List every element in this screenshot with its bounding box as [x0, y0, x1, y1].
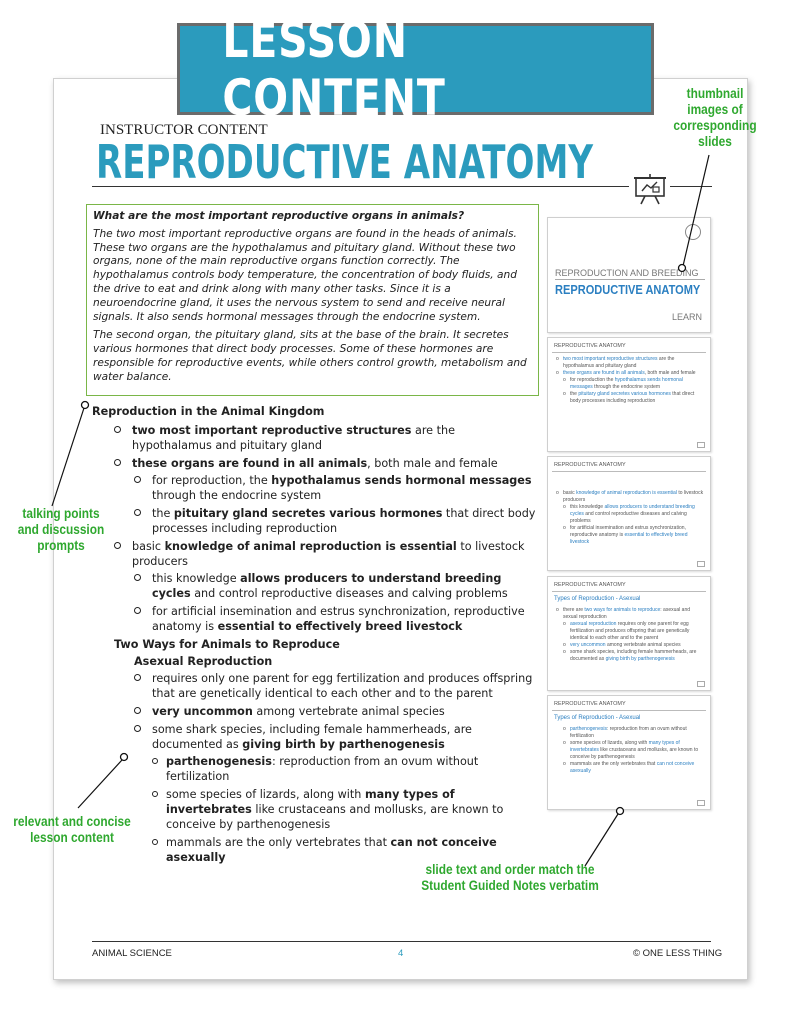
- list-item: requires only one parent for egg fertili…: [134, 671, 537, 701]
- list-item: some species of lizards, along with many…: [152, 787, 537, 832]
- list-item: mammals are the only vertebrates that ca…: [152, 835, 537, 865]
- bullet-list: two most important reproductive structur…: [114, 423, 537, 634]
- lesson-content-banner: LESSON CONTENT: [177, 11, 654, 127]
- bullet-list: requires only one parent for egg fertili…: [134, 671, 537, 865]
- list-item: for artificial insemination and estrus s…: [134, 604, 537, 634]
- list-item: two most important reproductive structur…: [114, 423, 537, 453]
- page-title: REPRODUCTIVE ANATOMY: [96, 135, 593, 189]
- discussion-question-box: What are the most important reproductive…: [86, 204, 539, 396]
- footer-copyright: © ONE LESS THING: [633, 948, 723, 959]
- slide-thumbnail: REPRODUCTIVE ANATOMY Types of Reproducti…: [547, 695, 711, 810]
- list-item: very uncommon among vertebrate animal sp…: [134, 704, 537, 719]
- list-item: basic knowledge of animal reproduction i…: [114, 539, 537, 634]
- list-item: the pituitary gland secretes various hor…: [134, 506, 537, 536]
- slide-icon: [697, 561, 705, 567]
- section-heading: Reproduction in the Animal Kingdom: [92, 405, 325, 418]
- title-divider: [92, 186, 629, 187]
- logo-icon: [685, 224, 701, 240]
- slide-thumbnail: REPRODUCTIVE ANATOMY basic knowledge of …: [547, 456, 711, 571]
- answer-paragraph-1: The two most important reproductive orga…: [93, 227, 517, 323]
- instructor-content-label: INSTRUCTOR CONTENT: [100, 122, 268, 138]
- list-item: for reproduction, the hypothalamus sends…: [134, 473, 537, 503]
- annotation-slide-text: slide text and order match the Student G…: [421, 862, 599, 893]
- presentation-board-icon: [634, 174, 666, 205]
- lesson-content: Reproduction in the Animal Kingdom two m…: [92, 404, 537, 868]
- footer-course: ANIMAL SCIENCE: [92, 948, 172, 959]
- section-heading: Two Ways for Animals to Reproduce: [114, 638, 340, 651]
- list-item: this knowledge allows producers to under…: [134, 571, 537, 601]
- page-number: 4: [398, 948, 404, 959]
- list-item: these organs are found in all animals, b…: [114, 456, 537, 536]
- annotation-thumbnails: thumbnail images of corresponding slides: [673, 86, 757, 149]
- footer-divider: [92, 941, 711, 942]
- slide-thumbnail-title: REPRODUCTION AND BREEDING REPRODUCTIVE A…: [547, 217, 711, 333]
- slide-thumbnail: REPRODUCTIVE ANATOMY two most important …: [547, 337, 711, 452]
- slide-icon: [697, 442, 705, 448]
- slide-thumbnail: REPRODUCTIVE ANATOMY Types of Reproducti…: [547, 576, 711, 691]
- list-item: parthenogenesis: reproduction from an ov…: [152, 754, 537, 784]
- slide-icon: [697, 800, 705, 806]
- discussion-question: What are the most important reproductive…: [93, 210, 465, 222]
- answer-paragraph-2: The second organ, the pituitary gland, s…: [93, 329, 527, 383]
- list-item: some shark species, including female ham…: [134, 722, 537, 865]
- annotation-talking-points: talking points and discussion prompts: [17, 506, 105, 553]
- annotation-relevant-content: relevant and concise lesson content: [13, 814, 131, 845]
- banner-title: LESSON CONTENT: [222, 11, 446, 127]
- title-divider-right: [670, 186, 712, 187]
- slide-icon: [697, 681, 705, 687]
- section-heading: Asexual Reproduction: [134, 655, 273, 668]
